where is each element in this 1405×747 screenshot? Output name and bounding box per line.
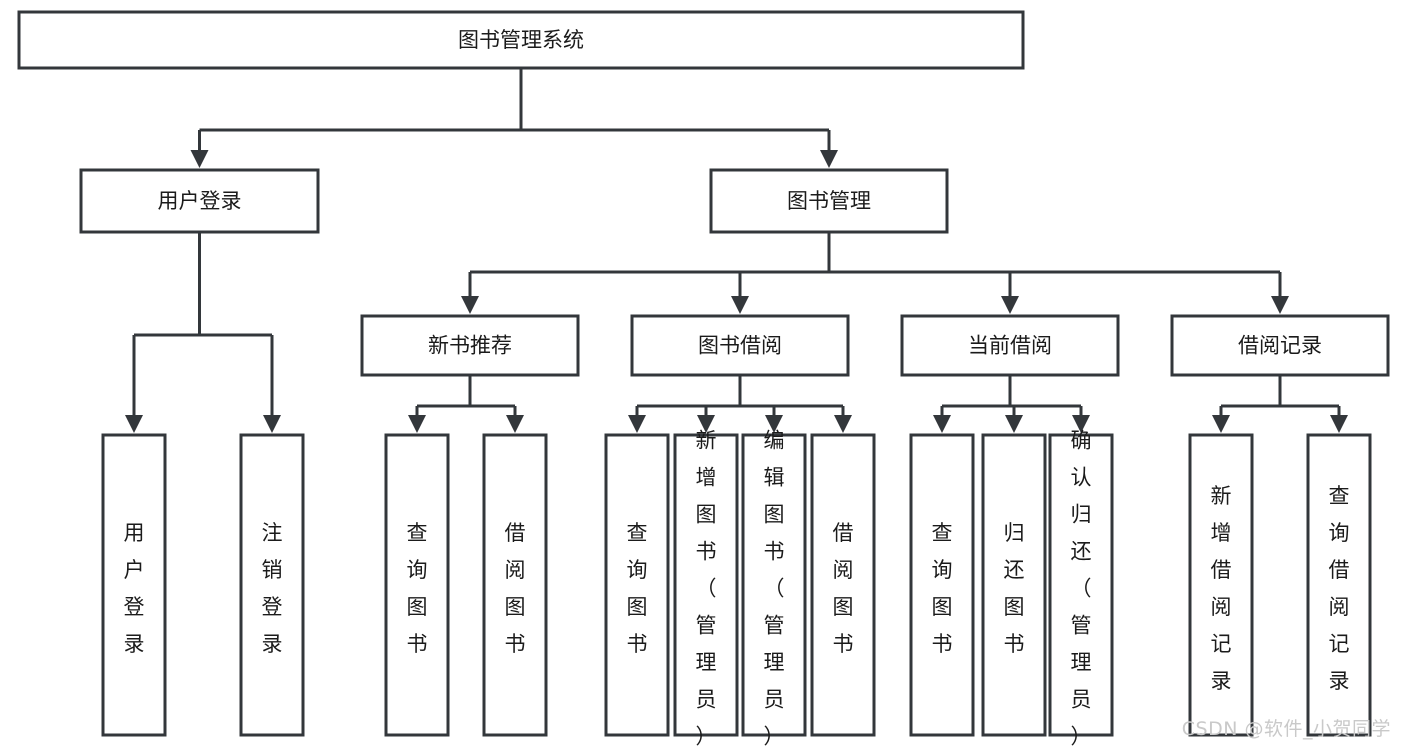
root-to-level2-arrow-1 <box>820 150 838 168</box>
leaf-query-book-new-label: 查询图书 <box>407 521 428 656</box>
leaf-add-book-admin[interactable]: 新增图书（管理员） <box>673 428 739 747</box>
borrowrecord-to-leaves-arrow-1 <box>1330 415 1348 433</box>
userlogin-to-leaves-arrow-0 <box>125 415 143 433</box>
leaf-add-record-label: 新增借阅记录 <box>1211 484 1232 693</box>
leaf-borrow-book-new-box[interactable] <box>482 433 548 737</box>
leaf-query-record-label: 查询借阅记录 <box>1329 484 1350 693</box>
leaf-logout-label: 注销登录 <box>262 521 283 656</box>
leaf-user-login-label: 用户登录 <box>124 521 145 656</box>
newbook-to-leaves-arrow-1 <box>506 415 524 433</box>
bookborrow-to-leaves-arrow-3 <box>834 415 852 433</box>
bookmgmt-to-level3-arrow-1 <box>731 296 749 314</box>
leaf-add-book-admin-label: 新增图书（管理员） <box>696 428 717 747</box>
leaves-layer: 用户登录 注销登录 查询图书 借阅图书 查询图书 新增图书（管理员） 编辑图书（管理员） 借阅… <box>101 428 1372 747</box>
leaf-edit-book-admin-box[interactable] <box>741 433 807 737</box>
node-新书推荐[interactable]: 新书推荐 <box>360 314 580 377</box>
leaf-query-book-new[interactable]: 查询图书 <box>384 433 450 737</box>
node-用户登录[interactable]: 用户登录 <box>79 168 320 234</box>
currentborrow-to-leaves-arrow-1 <box>1005 415 1023 433</box>
borrowrecord-to-leaves-arrow-0 <box>1212 415 1230 433</box>
leaf-query-record-box[interactable] <box>1306 433 1372 737</box>
leaf-return-book[interactable]: 归还图书 <box>981 433 1047 737</box>
leaf-edit-book-admin[interactable]: 编辑图书（管理员） <box>741 428 807 747</box>
node-label-当前借阅: 当前借阅 <box>968 334 1052 358</box>
leaf-logout[interactable]: 注销登录 <box>239 433 305 737</box>
leaf-query-book-cur-box[interactable] <box>909 433 975 737</box>
root-to-level2-arrow-0 <box>190 150 209 168</box>
node-box-图书管理[interactable] <box>709 168 949 234</box>
node-label-图书管理系统: 图书管理系统 <box>458 28 584 52</box>
node-图书管理系统[interactable]: 图书管理系统 <box>17 10 1025 70</box>
node-box-当前借阅[interactable] <box>900 314 1120 377</box>
leaf-query-book-borrow-label: 查询图书 <box>627 521 648 656</box>
leaf-user-login-box[interactable] <box>101 433 167 737</box>
leaf-add-record-box[interactable] <box>1188 433 1254 737</box>
leaf-borrow-book-box[interactable] <box>810 433 876 737</box>
leaf-logout-box[interactable] <box>239 433 305 737</box>
leaf-confirm-return-box[interactable] <box>1048 433 1114 737</box>
leaf-add-record[interactable]: 新增借阅记录 <box>1188 433 1254 737</box>
leaf-query-book-cur[interactable]: 查询图书 <box>909 433 975 737</box>
leaf-query-book-borrow[interactable]: 查询图书 <box>604 433 670 737</box>
bookborrow-to-leaves-arrow-2 <box>765 415 783 433</box>
leaf-query-book-new-box[interactable] <box>384 433 450 737</box>
leaf-confirm-return[interactable]: 确认归还（管理员） <box>1048 428 1114 747</box>
leaf-return-book-label: 归还图书 <box>1004 521 1025 656</box>
leaf-query-book-borrow-box[interactable] <box>604 433 670 737</box>
node-借阅记录[interactable]: 借阅记录 <box>1170 314 1390 377</box>
node-box-图书借阅[interactable] <box>630 314 850 377</box>
node-label-新书推荐: 新书推荐 <box>428 334 512 358</box>
node-当前借阅[interactable]: 当前借阅 <box>900 314 1120 377</box>
newbook-to-leaves-arrow-0 <box>408 415 426 433</box>
leaf-borrow-book[interactable]: 借阅图书 <box>810 433 876 737</box>
leaf-user-login[interactable]: 用户登录 <box>101 433 167 737</box>
leaf-borrow-book-label: 借阅图书 <box>833 521 854 656</box>
bookmgmt-to-level3-arrow-0 <box>461 296 479 314</box>
node-label-图书借阅: 图书借阅 <box>698 334 782 358</box>
leaf-query-book-cur-label: 查询图书 <box>932 521 953 656</box>
node-label-用户登录: 用户登录 <box>158 189 242 213</box>
leaf-confirm-return-label: 确认归还（管理员） <box>1071 428 1092 747</box>
leaf-add-book-admin-box[interactable] <box>673 433 739 737</box>
node-label-图书管理: 图书管理 <box>787 189 871 213</box>
bookborrow-to-leaves-arrow-1 <box>697 415 715 433</box>
node-box-借阅记录[interactable] <box>1170 314 1390 377</box>
leaf-query-record[interactable]: 查询借阅记录 <box>1306 433 1372 737</box>
currentborrow-to-leaves-arrow-0 <box>933 415 951 433</box>
bookmgmt-to-level3-arrow-2 <box>1001 296 1019 314</box>
edges-layer <box>125 68 1348 433</box>
node-label-借阅记录: 借阅记录 <box>1238 334 1322 358</box>
currentborrow-to-leaves-arrow-2 <box>1072 415 1090 433</box>
leaf-edit-book-admin-label: 编辑图书（管理员） <box>764 428 785 747</box>
userlogin-to-leaves-arrow-1 <box>263 415 281 433</box>
node-图书管理[interactable]: 图书管理 <box>709 168 949 234</box>
bookborrow-to-leaves-arrow-0 <box>628 415 646 433</box>
bookmgmt-to-level3-arrow-3 <box>1271 296 1289 314</box>
node-box-用户登录[interactable] <box>79 168 320 234</box>
node-box-新书推荐[interactable] <box>360 314 580 377</box>
leaf-borrow-book-new-label: 借阅图书 <box>505 521 526 656</box>
leaf-borrow-book-new[interactable]: 借阅图书 <box>482 433 548 737</box>
node-box-图书管理系统[interactable] <box>17 10 1025 70</box>
leaf-return-book-box[interactable] <box>981 433 1047 737</box>
node-图书借阅[interactable]: 图书借阅 <box>630 314 850 377</box>
